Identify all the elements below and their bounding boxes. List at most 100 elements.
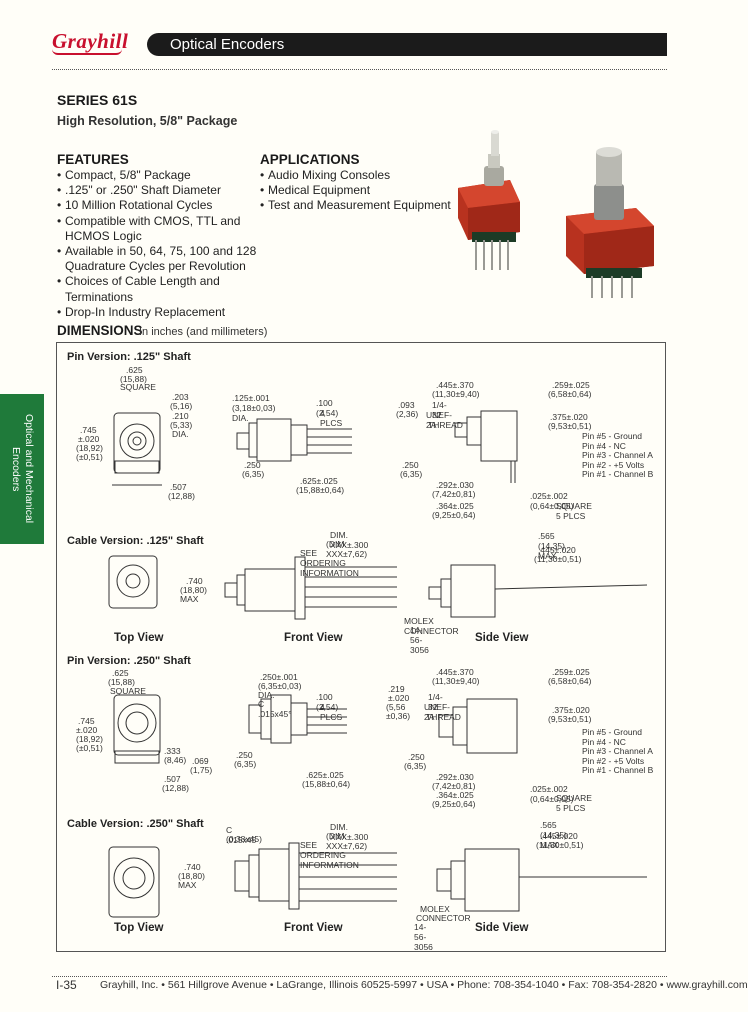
dim-label: .250±.001 [260,672,298,682]
dim-label: (15,88±0,64) [296,485,345,495]
dim-label: THREAD [426,712,461,722]
series-subtitle: High Resolution, 5/8" Package [57,114,238,128]
dim-label: .203 [172,392,189,402]
front-view-label: Front View [284,922,343,934]
dim-label: (2,36) [396,409,419,419]
dim-label: .740 [184,862,201,872]
dim-label: .025±.002 (0,64±0,05) [530,784,574,804]
dim-label: (18,80) [178,871,205,881]
dim-label: SQUARE 5 PLCS [556,793,592,813]
dim-label: .259±.025 [552,667,590,677]
dim-label: .625 [126,365,143,375]
dim-label: (11,30±9,40) [432,389,480,399]
pin-legend-item: Pin #3 - Channel A [582,450,653,460]
side-category-tab[interactable]: Optical and Mechanical Encoders [0,394,44,544]
side-view-label: Side View [475,922,529,934]
dim-label: 14-56-3056 [410,625,429,655]
dim-label: (12,88) [168,491,195,501]
cable125-top-view-drawing [108,555,158,609]
dim-label: ±.020 [76,725,98,735]
dim-label: .100 (2,54) [316,398,339,418]
dim-label: THREAD [428,420,463,430]
header-bar [147,33,667,56]
dim-label: .292±.030 [436,480,474,490]
cable250-side-view-drawing [436,848,647,912]
dim-label: (18,92) [76,734,103,744]
dim-label: (3,18±0,03) [232,403,276,413]
dim-label: .745 [78,716,95,726]
dim-label: (DIM. XXX±7,62) [326,831,368,851]
dim-label: .333 [164,746,181,756]
dim-label: 1/4-32 [432,400,447,420]
cable250-top-view-drawing [108,846,160,918]
dim-label: C .015x45° [258,699,292,719]
dim-label: (±0,51) [76,743,103,753]
dim-label: .625 [112,668,129,678]
page-category-title: Optical Encoders [170,36,285,53]
dim-label: (6,35±0,03) [258,681,302,691]
dim-label: DIA. [172,429,189,439]
dim-label: (9,25±0,64) [432,510,476,520]
pin-legend-item: Pin #1 - Channel B [582,469,654,479]
page-number: I-35 [56,978,77,992]
feature-item: Compatible with CMOS, TTL and HCMOS Logi… [57,214,257,244]
dim-label: C .015x45 [226,825,257,845]
feature-item: Drop-In Industry Replacement [57,305,257,320]
front-view-label: Front View [284,632,343,644]
dim-label: .625±.025 [306,770,344,780]
encoder-left-image [458,130,520,270]
dim-label: ±.020 [78,434,100,444]
dim-label: .219 [388,684,405,694]
application-item: Medical Equipment [260,183,460,198]
dim-label: (15,88±0,64) [302,779,351,789]
dim-label: .250 [408,752,425,762]
pin-legend-250: Pin #5 - Ground Pin #4 - NC Pin #3 - Cha… [582,727,654,776]
top-view-label: Top View [114,922,164,934]
dim-label: DIM. XXX±.300 [330,530,369,550]
pin-legend-item: Pin #4 - NC [582,736,626,747]
dim-label: .250 [402,460,419,470]
cable250-front-view-drawing [234,842,397,910]
pin-250-heading: Pin Version: .250" Shaft [67,655,191,667]
dim-label: .364±.025 [436,790,474,800]
dim-label: 14-56-3056 [414,922,433,952]
dim-label: .507 [164,774,181,784]
feature-item: Available in 50, 64, 75, 100 and 128 Qua… [57,244,257,274]
dim-label: 4 PLCS [320,702,343,722]
dim-label: (12,88) [162,783,189,793]
feature-item: .125" or .250" Shaft Diameter [57,183,257,198]
dim-label: (9,53±0,51) [548,421,592,431]
dim-label: .565 (14,35) MAX [538,531,565,561]
dim-label: .250 [236,750,253,760]
pin125-top-view-drawing [112,412,162,486]
dim-label: (0,38x45) [226,834,262,844]
dim-label: MOLEX CONNECTOR [404,616,459,636]
applications-list: Audio Mixing Consoles Medical Equipment … [260,168,460,214]
dim-label: .745 [80,425,97,435]
dimensions-drawing-panel [56,342,666,952]
pin-legend-item: Pin #5 - Ground [582,431,643,441]
dim-label: (6,58±0,64) [548,389,592,399]
pin-legend-item: Pin #5 - Ground [582,727,643,737]
dimensions-units-note: In inches (and millimeters) [139,326,268,338]
features-list: Compact, 5/8" Package .125" or .250" Sha… [57,168,257,320]
dim-label: .210 [172,411,189,421]
dim-label: (6,58±0,64) [548,676,592,686]
dim-label: (7,42±0,81) [432,781,476,791]
side-view-label: Side View [475,632,529,644]
dim-label: .025±.002 (0,64±0,05) [530,491,574,511]
dim-label: .375±.020 [550,412,588,422]
cable-125-heading: Cable Version: .125" Shaft [67,535,204,547]
grayhill-logo: Grayhill [52,29,134,55]
dim-label: .250 [244,460,261,470]
features-heading: FEATURES [57,152,129,167]
dim-label: .445±.370 [436,380,474,390]
dim-label: (DIM. XXX±7,62) [326,539,368,559]
pin-legend-125: Pin #5 - Ground Pin #4 - NC Pin #3 - Cha… [582,431,654,480]
footer-contact: Grayhill, Inc. • 561 Hillgrove Avenue • … [100,979,748,991]
dim-label: .125±.001 [232,393,270,403]
dim-label: SEE ORDERING INFORMATION [300,548,359,578]
dim-label: (1,75) [190,765,213,775]
pin-legend-item: Pin #1 - Channel B [582,765,654,775]
pin-legend-item: Pin #4 - NC [582,440,626,451]
